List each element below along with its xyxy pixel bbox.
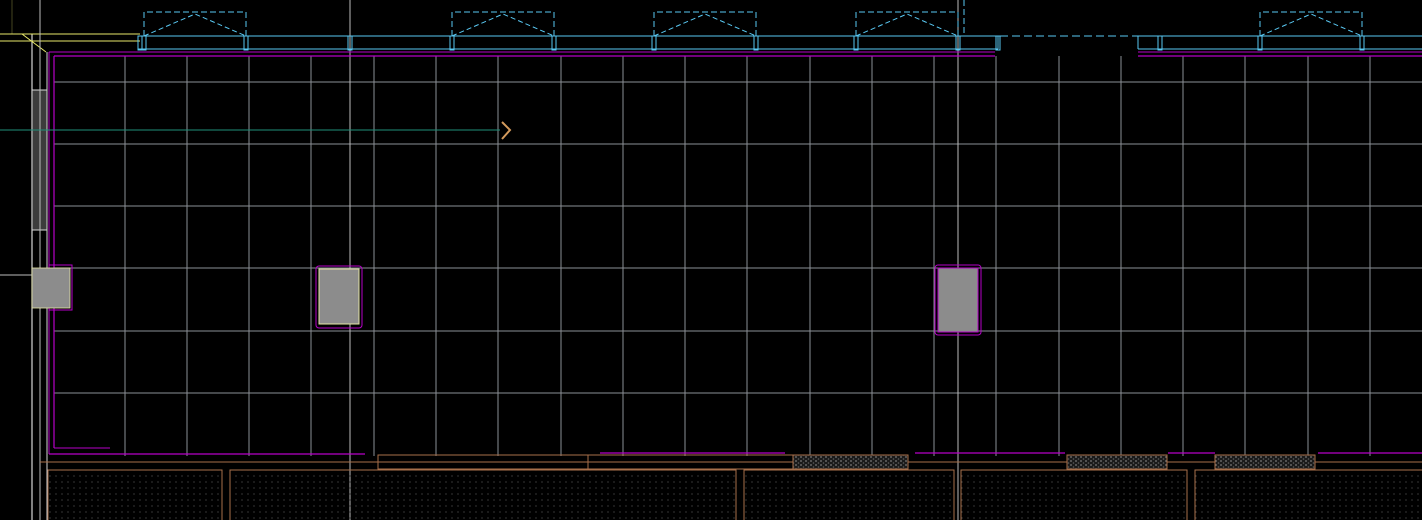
ceiling-grid [54, 56, 1422, 456]
window-band [137, 11, 1422, 51]
lower-room [743, 469, 955, 520]
window[interactable] [853, 11, 961, 51]
lower-room [960, 469, 1188, 520]
window[interactable] [141, 11, 249, 51]
window[interactable] [1257, 11, 1365, 51]
column-left-wall[interactable] [31, 267, 71, 309]
room-outline [48, 51, 1422, 455]
lower-room [47, 469, 223, 520]
chevron-right-icon[interactable] [501, 121, 512, 140]
hatched-threshold [792, 454, 909, 470]
lower-room [1194, 469, 1422, 520]
lower-room-band [40, 454, 1422, 520]
hatched-threshold [1214, 454, 1316, 470]
window[interactable] [651, 11, 759, 51]
hatched-threshold [1066, 454, 1168, 470]
lower-room [229, 469, 737, 520]
corner-marker [0, 0, 140, 53]
column-center[interactable] [315, 265, 363, 329]
column-right[interactable] [934, 264, 982, 336]
window[interactable] [449, 11, 557, 51]
